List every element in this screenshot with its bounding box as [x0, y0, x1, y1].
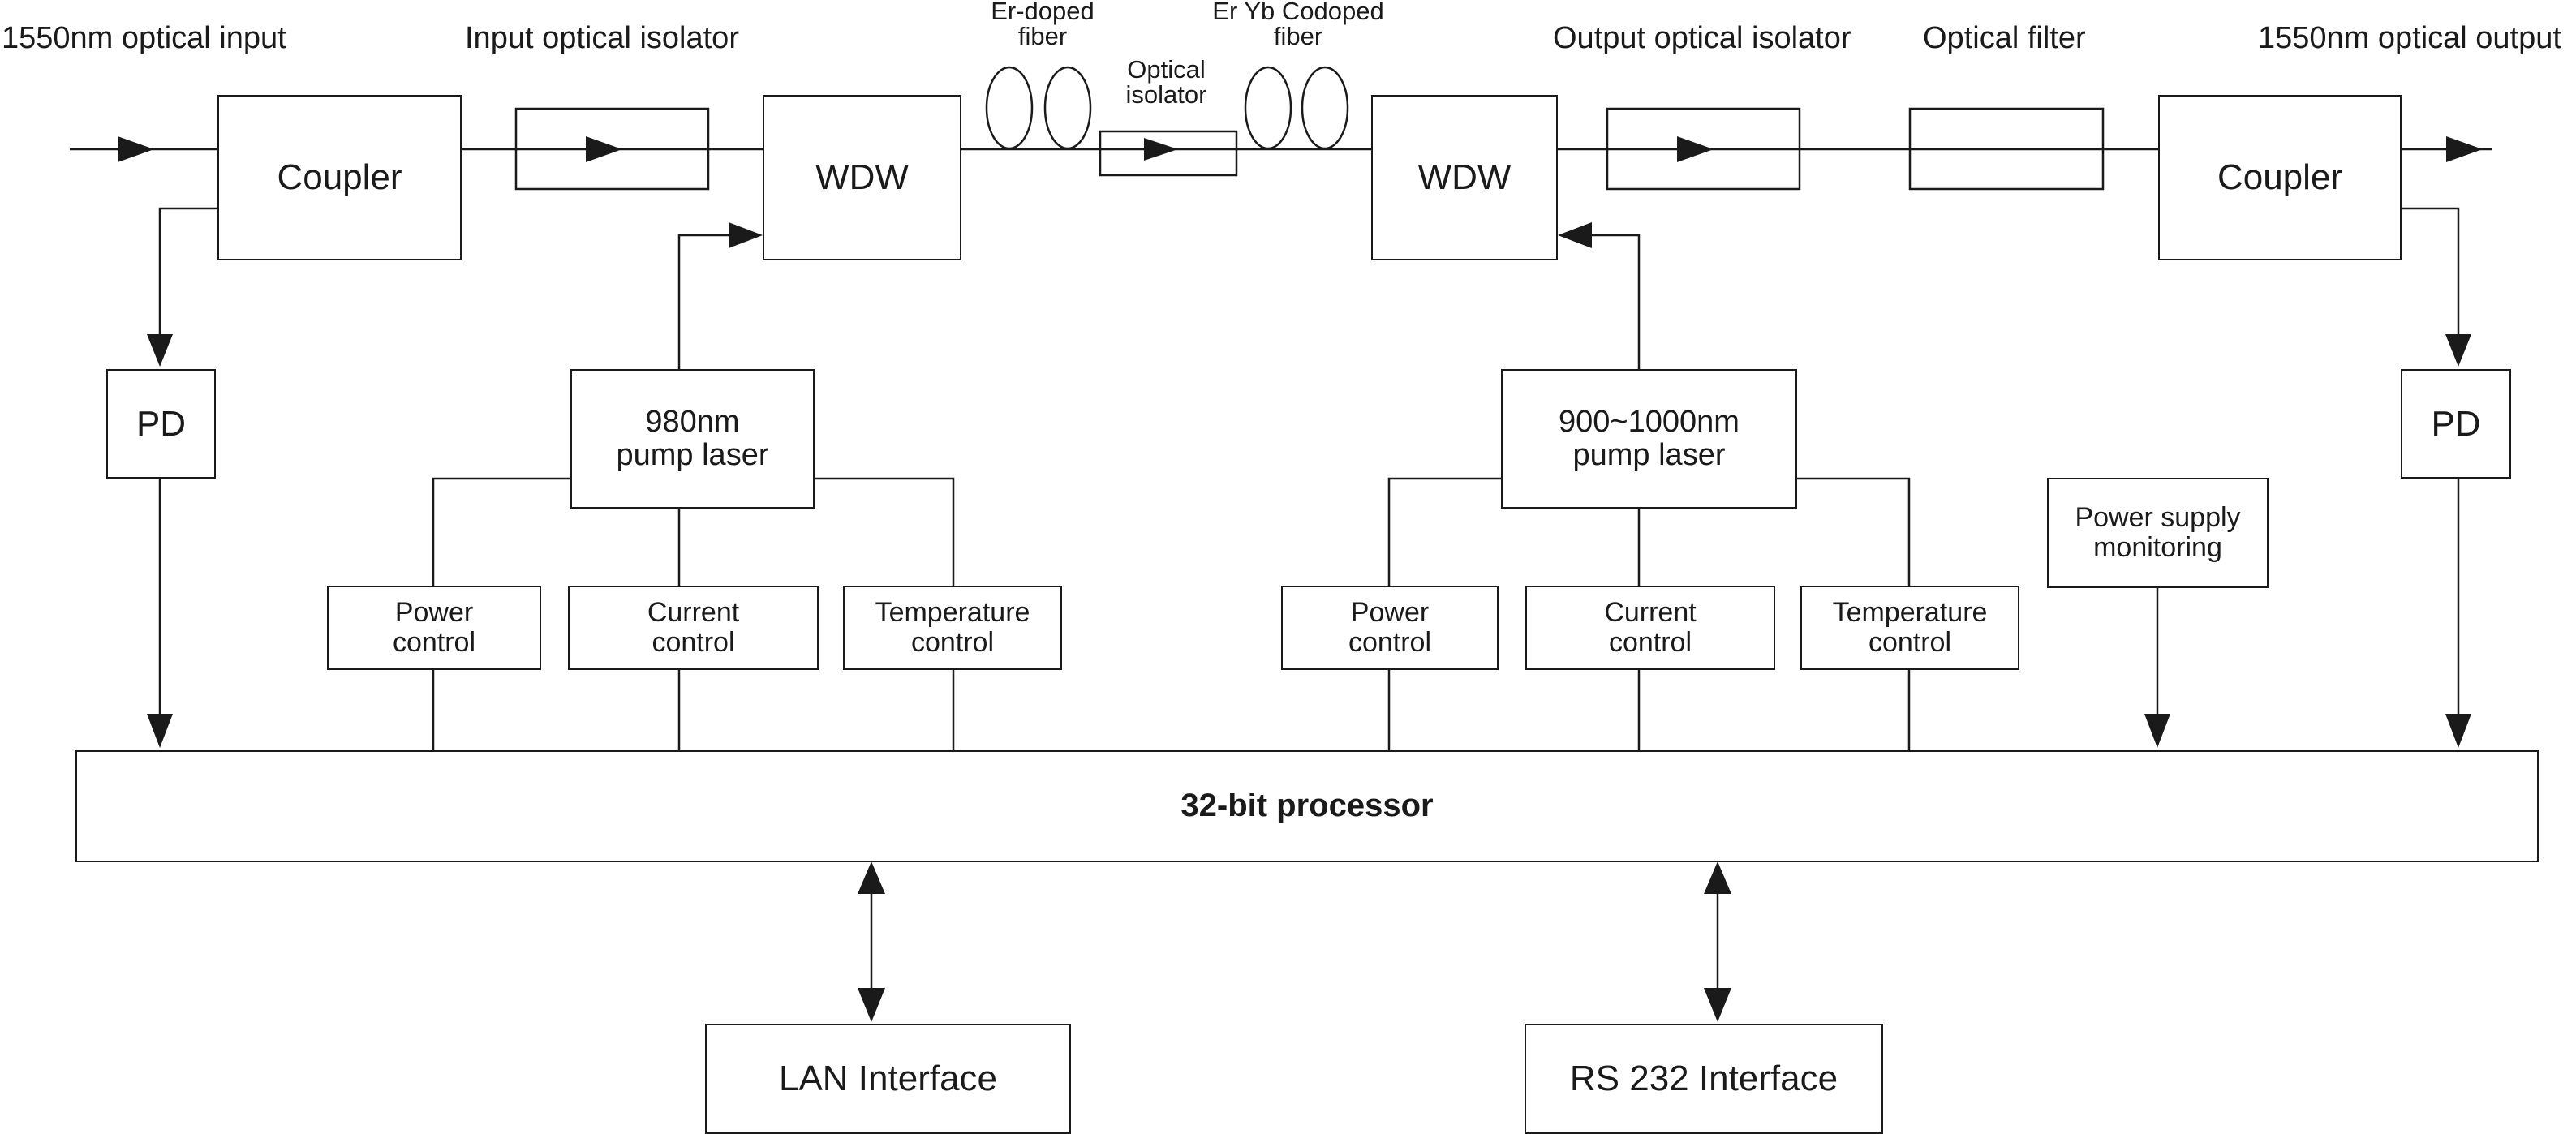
pump2-to-wdw2-line	[1582, 234, 1641, 369]
coupler-to-pd-left-line	[158, 207, 217, 352]
input-isolator-arrow-icon	[586, 136, 622, 162]
output-optical-isolator	[1606, 107, 1801, 191]
pd-left: PD	[106, 369, 216, 479]
coupler-to-pd-right-line	[2402, 207, 2460, 352]
rs232-interface: RS 232 Interface	[1525, 1024, 1883, 1134]
current-control-2: Current control	[1525, 586, 1775, 670]
optical-filter-label: Optical filter	[1923, 21, 2086, 55]
output-isolator-arrow-icon	[1677, 136, 1714, 162]
wdw-2: WDW	[1371, 95, 1558, 260]
input-isolator-label: Input optical isolator	[465, 21, 739, 55]
pump1-temperature-branch	[815, 477, 955, 586]
coupler-output: Coupler	[2158, 95, 2402, 260]
eryb-fiber-coil-1	[1244, 66, 1292, 150]
rs232-up-arrow-icon	[1704, 861, 1731, 894]
pump1-to-wdw1-line	[677, 234, 738, 369]
pump1-arrow-icon	[729, 222, 763, 248]
power-control-1: Power control	[327, 586, 541, 670]
pump2-temperature-branch	[1797, 477, 1911, 586]
pd-left-to-processor-arrow-icon	[147, 714, 173, 748]
input-optical-isolator	[514, 107, 710, 191]
power-supply-monitoring: Power supply monitoring	[2047, 478, 2269, 588]
er-fiber-coil-2	[1043, 66, 1092, 150]
eryb-fiber-coil-2	[1301, 66, 1349, 150]
pump2-power-branch	[1387, 477, 1501, 586]
er-fiber-label: Er-doped fiber	[991, 0, 1094, 50]
pump-laser-980nm: 980nm pump laser	[570, 369, 815, 509]
mid-isolator-arrow-icon	[1144, 138, 1178, 161]
current-control-1: Current control	[568, 586, 819, 670]
pd-right-arrow-icon	[2445, 334, 2471, 367]
power-supply-arrow-icon	[2144, 714, 2170, 748]
processor-32bit: 32-bit processor	[75, 750, 2539, 862]
power-control-2: Power control	[1281, 586, 1499, 670]
lan-interface: LAN Interface	[705, 1024, 1071, 1134]
wdw-1: WDW	[763, 95, 961, 260]
rs232-down-arrow-icon	[1704, 988, 1731, 1022]
pd-left-arrow-icon	[147, 334, 173, 367]
pump1-power-branch	[432, 477, 570, 586]
er-fiber-coil-1	[985, 66, 1034, 150]
coupler-input: Coupler	[217, 95, 462, 260]
output-isolator-label: Output optical isolator	[1553, 21, 1851, 55]
pd-right: PD	[2401, 369, 2511, 479]
pd-right-to-processor-arrow-icon	[2445, 714, 2471, 748]
pump2-arrow-icon	[1558, 222, 1592, 248]
input-label: 1550nm optical input	[2, 21, 286, 55]
mid-isolator-label: Optical isolator	[1125, 55, 1207, 109]
eryb-fiber-label: Er Yb Codoped fiber	[1212, 0, 1384, 50]
optical-filter	[1908, 107, 2105, 191]
mid-optical-isolator	[1099, 130, 1238, 177]
temperature-control-1: Temperature control	[843, 586, 1062, 670]
lan-down-arrow-icon	[858, 988, 885, 1022]
output-arrow-icon	[2446, 136, 2483, 162]
temperature-control-2: Temperature control	[1800, 586, 2019, 670]
pump-laser-900-1000nm: 900~1000nm pump laser	[1501, 369, 1797, 509]
lan-up-arrow-icon	[858, 861, 885, 894]
input-arrow-icon	[118, 136, 154, 162]
output-label: 1550nm optical output	[2258, 21, 2561, 55]
